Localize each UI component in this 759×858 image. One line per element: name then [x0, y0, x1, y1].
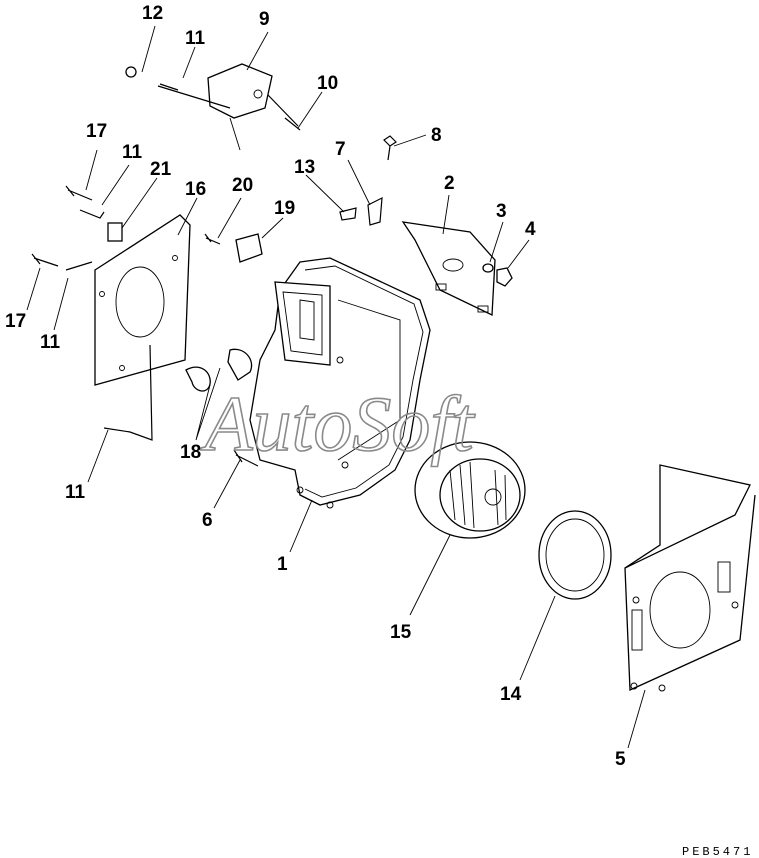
- bolt-17a-part: [65, 185, 93, 201]
- callout-12: 12: [142, 3, 163, 24]
- drain-hose-part: [185, 348, 253, 392]
- callout-21: 21: [150, 159, 172, 180]
- washer-part: [482, 263, 494, 273]
- bracket-small-part: [339, 207, 357, 221]
- callout-2: 2: [444, 173, 455, 194]
- callout-18: 18: [180, 442, 201, 463]
- callout-5: 5: [615, 749, 626, 770]
- bolt-6-part: [233, 449, 259, 467]
- callout-20: 20: [232, 175, 253, 196]
- callout-11-left: 11: [40, 332, 61, 353]
- clip-screw-part: [383, 135, 397, 161]
- callout-6: 6: [202, 510, 213, 531]
- callout-9: 9: [259, 9, 270, 30]
- callouts: 12 11 9 10 17 11 21 16 20 19 7 13 8 2 3 …: [5, 3, 626, 770]
- rod-part: [267, 94, 301, 131]
- callout-19: 19: [274, 198, 295, 219]
- drawing-code: PEB5471: [682, 845, 753, 858]
- callout-17-lower: 17: [5, 311, 26, 332]
- clip-part: [157, 83, 231, 109]
- callout-11-top: 11: [185, 28, 206, 49]
- callout-1: 1: [277, 554, 288, 575]
- screw-part: [125, 66, 137, 78]
- leader-lines: [26, 25, 646, 749]
- nut-part: [496, 267, 513, 287]
- side-bracket-part: [94, 214, 191, 386]
- bell-ring-part: [538, 510, 612, 600]
- callout-16: 16: [185, 179, 206, 200]
- callout-3: 3: [496, 201, 507, 222]
- bolt-17b-part: [31, 253, 59, 267]
- callout-8: 8: [431, 125, 442, 146]
- callout-10: 10: [317, 73, 338, 94]
- watermark: AutoSoft: [200, 380, 476, 467]
- bolt-20-part: [204, 233, 221, 245]
- callout-14: 14: [500, 684, 522, 705]
- blower-housing-part: [249, 257, 431, 509]
- cover-plate-part: [401, 221, 496, 317]
- callout-7: 7: [335, 139, 346, 160]
- resistor-part: [107, 222, 123, 242]
- actuator-part: [207, 63, 273, 151]
- callout-4: 4: [525, 219, 536, 240]
- link-part: [367, 196, 383, 226]
- rear-cover-part: [624, 464, 756, 692]
- callout-11-bottom: 11: [65, 482, 86, 503]
- callout-13: 13: [294, 157, 315, 178]
- callout-15: 15: [390, 622, 412, 643]
- callout-11-upper-left: 11: [122, 142, 143, 163]
- callout-17-upper: 17: [86, 121, 107, 142]
- harness-clip-parts: [65, 209, 153, 441]
- relay-part: [235, 233, 263, 263]
- blower-fan-motor-part: [414, 441, 526, 539]
